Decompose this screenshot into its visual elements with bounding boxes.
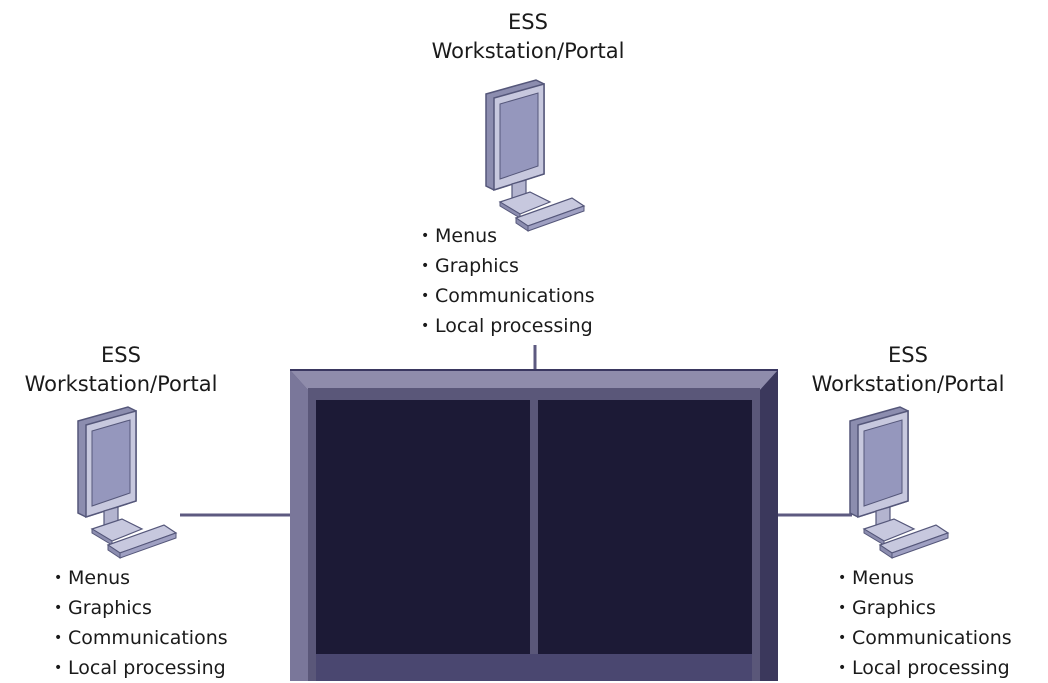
feature-item: Local processing xyxy=(54,653,228,683)
workstation-top-icon xyxy=(485,79,585,232)
screen-divider xyxy=(530,400,538,654)
feature-item: Menus xyxy=(838,563,1012,593)
workstation-left-title-line1: ESS xyxy=(101,343,141,367)
workstation-top-title-line1: ESS xyxy=(508,10,548,34)
feature-item: Graphics xyxy=(421,251,595,281)
feature-item: Menus xyxy=(421,221,595,251)
feature-item: Communications xyxy=(421,281,595,311)
workstation-top-title-line2: Workstation/Portal xyxy=(431,39,625,63)
workstation-left-features: Menus Graphics Communications Local proc… xyxy=(54,563,228,683)
feature-item: Graphics xyxy=(838,593,1012,623)
feature-item: Local processing xyxy=(838,653,1012,683)
workstation-right-icon xyxy=(849,406,949,559)
workstation-right-features: Menus Graphics Communications Local proc… xyxy=(838,563,1012,683)
workstation-left-title-line2: Workstation/Portal xyxy=(24,372,218,396)
workstation-right-title-line2: Workstation/Portal xyxy=(811,372,1005,396)
workstation-right-title-line1: ESS xyxy=(888,343,928,367)
feature-item: Local processing xyxy=(421,311,595,341)
feature-item: Communications xyxy=(54,623,228,653)
workstation-top-title: ESS Workstation/Portal xyxy=(398,8,658,66)
workstation-left-icon xyxy=(77,406,177,559)
workstation-right-title: ESS Workstation/Portal xyxy=(778,341,1038,399)
feature-item: Menus xyxy=(54,563,228,593)
workstation-top-features: Menus Graphics Communications Local proc… xyxy=(421,221,595,341)
display-wall xyxy=(290,369,778,681)
feature-item: Communications xyxy=(838,623,1012,653)
feature-item: Graphics xyxy=(54,593,228,623)
workstation-left-title: ESS Workstation/Portal xyxy=(0,341,251,399)
